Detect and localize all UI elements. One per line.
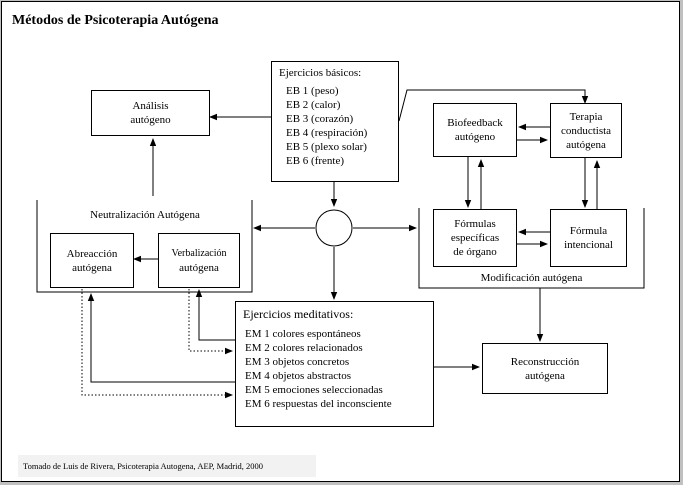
abreaction-line2: autógena xyxy=(72,261,112,274)
analysis-line1: Análisis xyxy=(132,100,169,112)
behavior-line1: Terapia xyxy=(569,110,603,123)
analysis-box: Análisis autógeno xyxy=(91,90,210,136)
connector-meditative-to-abreaction xyxy=(87,293,235,383)
basic-exercises-list: EB 1 (peso) EB 2 (calor) EB 3 (corazón) … xyxy=(279,84,398,168)
organ-formulas-box: Fórmulas específicas de órgano xyxy=(433,209,517,267)
meditative-exercises-list: EM 1 colores espontáneos EM 2 colores re… xyxy=(243,327,433,411)
neutralization-bracket xyxy=(36,200,253,293)
behavior-line3: autógena xyxy=(566,138,606,151)
meditative-exercises-heading: Ejercicios meditativos: xyxy=(243,307,354,321)
list-item: EB 3 (corazón) xyxy=(286,113,354,125)
list-item: EM 6 respuestas del inconsciente xyxy=(245,398,392,410)
list-item: EB 5 (plexo solar) xyxy=(286,141,367,153)
modification-label: Modificación autógena xyxy=(480,272,583,284)
basic-exercises-heading: Ejercicios básicos: xyxy=(279,67,362,79)
neutralization-label: Neutralización Autógena xyxy=(90,209,200,221)
list-item: EB 1 (peso) xyxy=(286,85,339,97)
verbalization-box: Verbalización autógena xyxy=(158,233,240,288)
organ-line1: Fórmulas xyxy=(454,218,496,230)
basic-exercises-box: Ejercicios básicos: EB 1 (peso) EB 2 (ca… xyxy=(271,61,399,182)
verbalization-line2: autógena xyxy=(179,261,219,274)
list-item: EM 1 colores espontáneos xyxy=(245,328,361,340)
reconstruction-line1: Reconstrucción xyxy=(510,355,580,368)
verbalization-line1: Verbalización xyxy=(171,247,227,259)
list-item: EB 2 (calor) xyxy=(286,99,341,111)
intentional-line2: intencional xyxy=(564,239,613,251)
biofeedback-line1: Biofeedback xyxy=(447,117,503,129)
reconstruction-box: Reconstrucción autógena xyxy=(482,343,608,394)
connector-meditative-to-verbalization xyxy=(195,289,235,341)
organ-line2: específicas xyxy=(450,232,500,244)
abreaction-box: Abreacción autógena xyxy=(50,233,134,288)
behavior-therapy-box: Terapia conductista autógena xyxy=(550,103,622,158)
list-item: EM 3 objetos concretos xyxy=(245,356,350,368)
list-item: EM 2 colores relacionados xyxy=(245,342,363,354)
abreaction-line1: Abreacción xyxy=(66,247,118,260)
list-item: EM 5 emociones seleccionadas xyxy=(245,384,383,396)
organ-line3: de órgano xyxy=(453,246,497,258)
source-footnote: Tomado de Luis de Rivera, Psicoterapia A… xyxy=(18,455,316,477)
meditative-exercises-box: Ejercicios meditativos: EM 1 colores esp… xyxy=(235,301,434,427)
central-hub-node xyxy=(315,209,353,247)
reconstruction-line2: autógena xyxy=(525,369,565,382)
list-item: EM 4 objetos abstractos xyxy=(245,370,352,382)
list-item: EB 4 (respiración) xyxy=(286,127,368,139)
intentional-formula-box: Fórmula intencional xyxy=(550,209,627,267)
diagram-title: Métodos de Psicoterapia Autógena xyxy=(12,13,219,28)
biofeedback-line2: autógeno xyxy=(454,131,496,143)
connector-abreaction-to-meditative-dotted xyxy=(81,289,233,399)
analysis-line2: autógeno xyxy=(130,114,171,126)
list-item: EB 6 (frente) xyxy=(286,155,345,167)
connector-basic-to-behavior xyxy=(398,89,589,122)
connector-verbalization-to-meditative-dotted xyxy=(188,289,233,355)
intentional-line1: Fórmula xyxy=(569,225,608,237)
biofeedback-box: Biofeedback autógeno xyxy=(433,103,517,157)
modification-bracket xyxy=(418,208,645,289)
behavior-line2: conductista xyxy=(560,124,612,137)
